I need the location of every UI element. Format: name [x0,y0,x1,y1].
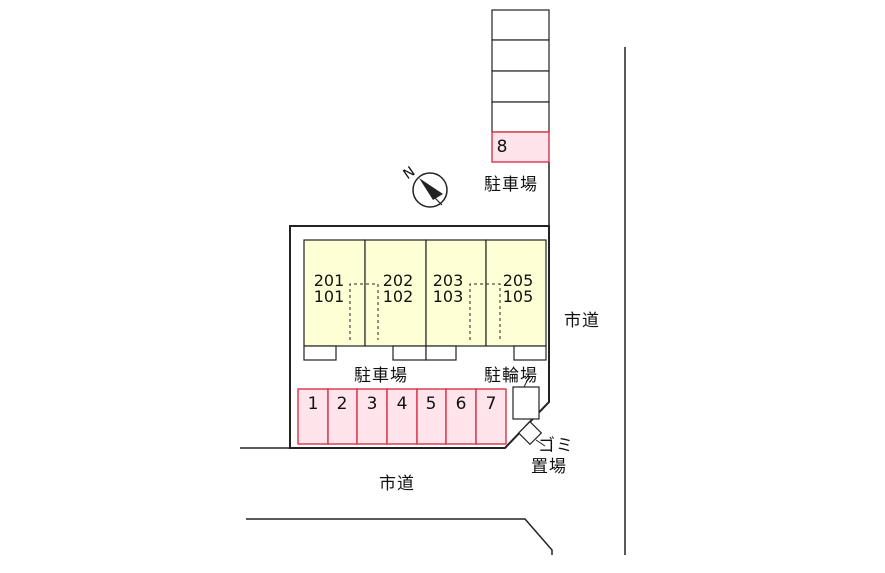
unit-label-upper: 201 [313,271,345,290]
parking-top-label: 駐車場 [484,175,538,195]
unit-label-upper: 202 [382,271,414,290]
compass [412,172,448,208]
parking-slot-box [297,388,329,445]
compass-needle-tail [430,193,443,206]
parking-slot-box [475,388,507,445]
parking-slot-label: 2 [336,394,348,414]
parking-slot-box [445,388,477,445]
unit-box [485,239,547,347]
building [303,239,547,361]
parking-slot-label: 4 [396,394,408,414]
entrance-box [303,345,337,361]
parking-slot-blank [491,39,550,72]
garbage-area-label-line1: ゴミ [538,436,574,456]
parking-slot-blank [491,101,550,133]
parking-column-top [491,9,550,163]
parking-slot-8-label: 8 [496,137,508,157]
parking-slot-blank [491,9,550,41]
entrance-box [392,345,427,361]
entrance-box [513,345,547,361]
parking-slot-label: 3 [366,394,378,414]
parking-slot-box [327,388,358,445]
garbage-area-label-line2: 置場 [531,457,567,477]
parking-slot-blank [491,70,550,103]
road-right-label: 市道 [564,311,600,331]
unit-label-upper: 205 [502,271,534,290]
bicycle-parking-label: 駐輪場 [484,366,538,386]
garbage-area-pointer [535,439,546,447]
parking-slot-label: 1 [307,394,319,414]
unit-box [425,239,487,347]
unit-label-upper: 203 [432,271,464,290]
bicycle-parking-pointer [523,376,530,388]
parking-row-bottom [297,388,507,445]
road-bottom-label: 市道 [379,474,415,494]
unit-box [303,239,366,347]
unit-label-lower: 102 [382,287,414,306]
unit-label-lower: 103 [432,287,464,306]
unit-label-lower: 105 [502,287,534,306]
unit-label-lower: 101 [313,287,345,306]
parking-slot-box [416,388,447,445]
north-arrow-icon [419,178,443,200]
road-bottom-edge-line [246,518,553,555]
bicycle-parking-box [512,386,540,420]
parking-slot-label: 5 [425,394,437,414]
stair-dashed-line [469,283,501,340]
parking-slot-8 [491,131,550,163]
unit-box [364,239,427,347]
entrance-box [425,345,457,361]
parking-slot-label: 6 [455,394,467,414]
parking-slot-label: 7 [485,394,497,414]
garbage-area-box [517,420,543,446]
parking-bottom-label: 駐車場 [354,366,408,386]
